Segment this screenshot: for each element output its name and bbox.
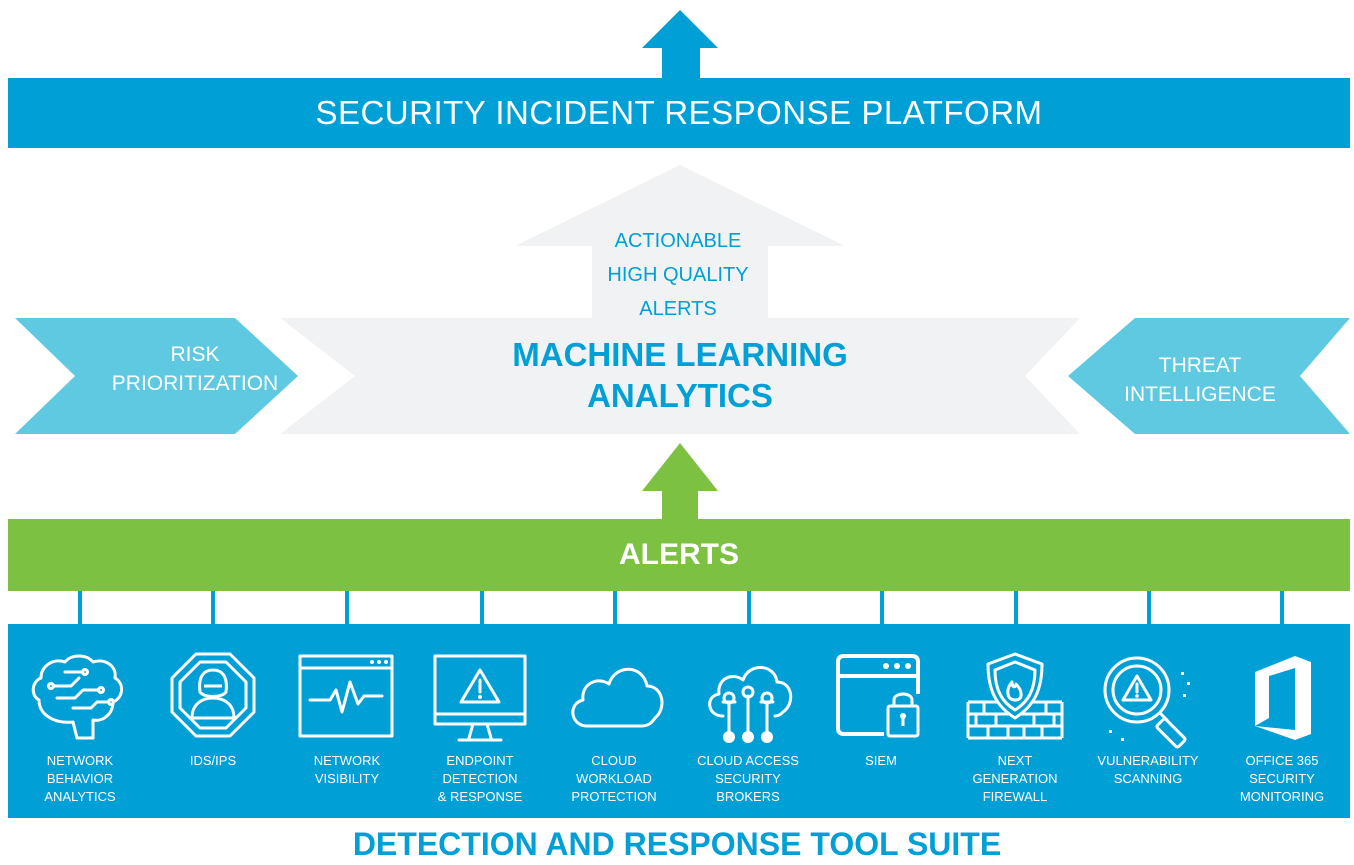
analytics-hexagon [280,318,1080,434]
monitor-warning-icon [433,654,527,742]
pulse-window-icon [298,654,394,738]
threat-input-arrow [1068,318,1350,434]
magnifier-warning-icon [1103,656,1190,749]
risk-input-arrow [15,318,298,434]
output-line-actionable: ACTIONABLE [614,230,742,252]
analytics-title-line-2: ANALYTICS [587,377,773,414]
connector-line [1014,591,1018,624]
alerts-bar [8,519,1350,591]
connector-line [480,591,484,624]
analytics-shapes [15,165,1350,519]
cloud-network-icon [708,666,793,743]
up-arrow-icon [642,10,718,80]
tool-label: SIEM [865,753,897,768]
firewall-shield-icon [966,652,1064,740]
platform-arrow [642,10,718,80]
threat-label-line-2: INTELLIGENCE [1124,383,1276,406]
connector-line [747,591,751,624]
window-lock-icon [836,654,920,738]
platform-title: SECURITY INCIDENT RESPONSE PLATFORM [315,94,1043,131]
suite-title: DETECTION AND RESPONSE TOOL SUITE [352,826,1002,862]
connector-line [345,591,349,624]
alerts-up-arrow-icon [642,443,718,519]
platform-bar [8,78,1350,148]
connector-line [880,591,884,624]
connector-line [613,591,617,624]
connector-line [78,591,82,624]
connector-line [211,591,215,624]
alerts-title: ALERTS [619,538,739,571]
analytics-title-line-1: MACHINE LEARNING [512,336,848,373]
brain-circuit-icon [31,654,123,740]
cloud-icon [571,667,664,728]
hacker-octagon-icon [170,652,256,738]
risk-label-line-1: RISK [170,343,220,366]
output-line-alerts: ALERTS [639,298,717,320]
output-line-quality: HIGH QUALITY [607,264,749,286]
connector-line [1280,591,1284,624]
tool-ids-ips: IDS/IPS [146,624,280,818]
risk-label-line-2: PRIORITIZATION [111,372,279,395]
tool-siem: SIEM [814,624,948,818]
office-logo-icon [1255,656,1311,740]
tool-label: IDS/IPS [189,753,237,768]
connector-line [1147,591,1151,624]
threat-label-line-1: THREAT [1158,354,1242,377]
analytics-output-arrow [515,165,845,320]
